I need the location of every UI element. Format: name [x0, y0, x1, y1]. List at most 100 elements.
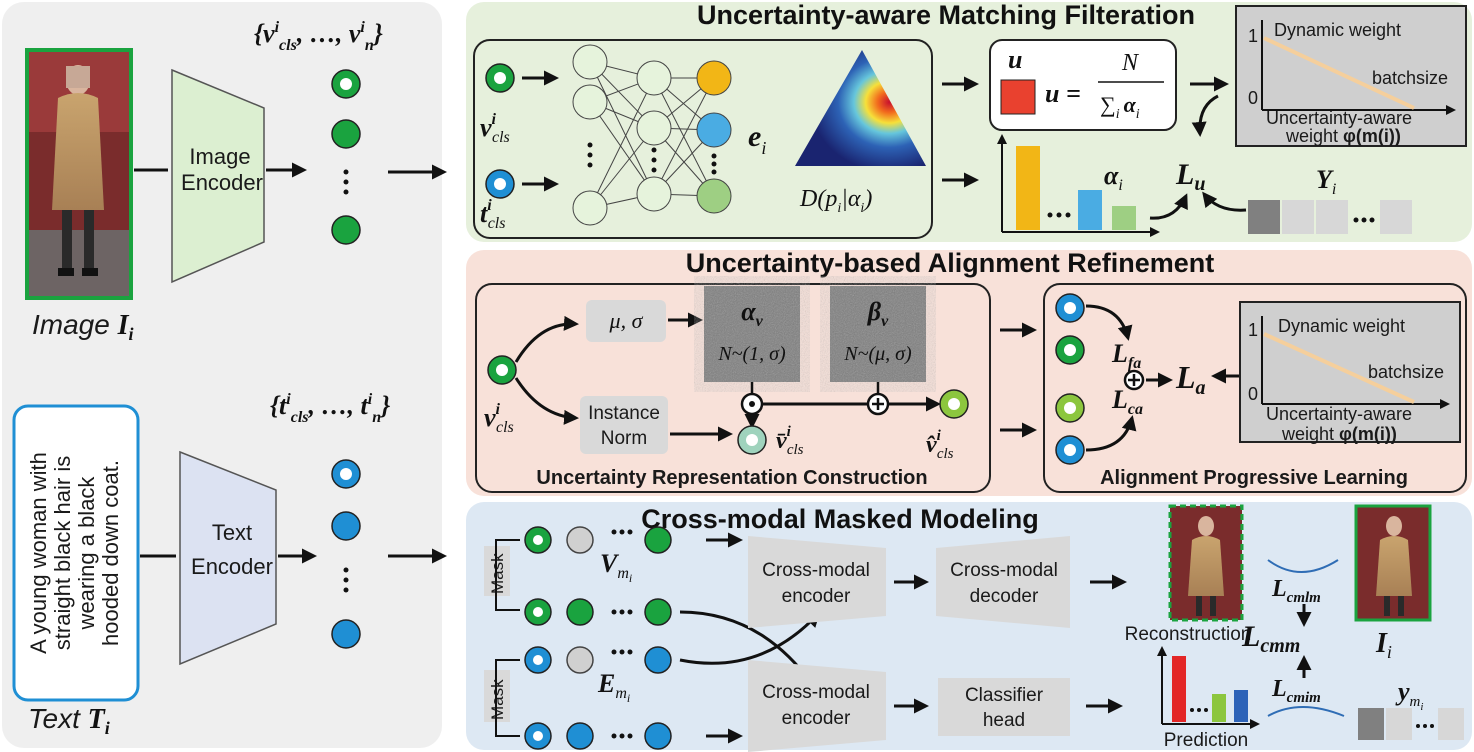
- umf-weight-line: [1263, 36, 1415, 110]
- l-ca: Lca: [1111, 385, 1143, 418]
- cmm-text-row: [524, 722, 672, 750]
- cmm-text-masked-row: [524, 646, 672, 674]
- l-fa: Lfa: [1111, 339, 1141, 372]
- umf-plot-batchsize: batchsize: [1372, 68, 1448, 88]
- prediction-bars: [1157, 646, 1260, 729]
- dirichlet-simplex: [795, 50, 926, 166]
- loss-u: Lu: [1175, 158, 1205, 195]
- uar-title: Uncertainty-based Alignment Refinement: [686, 248, 1215, 278]
- y-m-label: ymi: [1395, 677, 1423, 713]
- cmm-image-masked-row: [524, 526, 672, 554]
- alpha-label: αi: [1104, 161, 1123, 194]
- cmm-title: Cross-modal Masked Modeling: [641, 504, 1039, 534]
- v-m-label: Vmi: [600, 549, 632, 585]
- u-square: [1000, 79, 1036, 115]
- umf-plot-xlabel1: Uncertainty-aware: [1266, 108, 1412, 128]
- uncertainty-box: [989, 39, 1177, 131]
- l-cmm: Lcmm: [1241, 620, 1300, 657]
- alpha-v-label: αv: [741, 297, 763, 330]
- cmm-encoder-top-2: encoder: [782, 586, 851, 607]
- apl-label: Alignment Progressive Learning: [1100, 467, 1408, 489]
- uar-plot-xlabel2: weight φ(m(i)): [1281, 424, 1397, 444]
- mu-sigma-label: μ, σ: [609, 308, 644, 333]
- dirichlet-label: D(pi|αi): [799, 186, 872, 216]
- l-a: La: [1175, 359, 1206, 399]
- cmm-encoder-top-1: Cross-modal: [762, 560, 870, 581]
- svg-text:hooded down coat.: hooded down coat.: [98, 460, 123, 646]
- e-m-label: Emi: [597, 669, 630, 705]
- alpha-bars: [997, 134, 1160, 237]
- cmm-decoder-1: Cross-modal: [950, 560, 1058, 581]
- umf-plot-dynamic: Dynamic weight: [1274, 20, 1401, 40]
- reconstruction-label: Reconstruction: [1125, 624, 1252, 645]
- neural-network: [572, 44, 732, 226]
- image-encoder-label-1: Image: [189, 144, 250, 169]
- cmm-decoder: [936, 536, 1070, 628]
- text-encoder-label-2: Encoder: [191, 554, 273, 579]
- cmm-encoder-top: [748, 536, 886, 628]
- instance-norm-box: [580, 396, 668, 454]
- beta-v-label: βv: [867, 297, 889, 330]
- l-cmlm: Lcmlm: [1271, 576, 1321, 606]
- cmm-encoder-bottom-2: encoder: [782, 708, 851, 729]
- image-token-column: [331, 69, 361, 245]
- beta-v-dist: N~(μ, σ): [843, 343, 912, 365]
- u-symbol: u: [1008, 45, 1022, 74]
- cmim-bracket: [1267, 706, 1345, 717]
- classifier-head: [938, 678, 1070, 736]
- cmlm-bracket: [1267, 559, 1339, 573]
- umf-plot-xlabel2: weight φ(m(i)): [1285, 126, 1401, 146]
- cmm-image-row: [524, 598, 672, 626]
- image-encoder-label-2: Encoder: [181, 170, 263, 195]
- ground-truth-label: Ii: [1375, 628, 1392, 662]
- urc-box: [475, 283, 991, 493]
- uar-weight-line: [1263, 332, 1415, 404]
- u-formula-lhs: u =: [1045, 79, 1081, 108]
- y-vector: [1248, 200, 1412, 234]
- uar-plot-one: 1: [1248, 320, 1258, 340]
- image-encoder-shape: [171, 68, 265, 284]
- apl-box: [1043, 283, 1467, 493]
- umf-inputs: [485, 63, 515, 199]
- person-image: [25, 48, 133, 300]
- uar-plot-batchsize: batchsize: [1368, 362, 1444, 382]
- mask-label-1: Mask: [488, 553, 507, 594]
- classifier-head-2: head: [983, 710, 1025, 731]
- alpha-v-dist: N~(1, σ): [717, 343, 786, 365]
- u-formula-num: N: [1121, 50, 1140, 76]
- instance-norm-1: Instance: [588, 403, 660, 424]
- nn-ellipsis: [587, 142, 717, 175]
- prediction-label: Prediction: [1164, 730, 1249, 751]
- svg-text:straight black hair is: straight black hair is: [50, 456, 75, 650]
- urc-label: Uncertainty Representation Construction: [536, 467, 927, 489]
- caption-box: [12, 404, 140, 702]
- classifier-head-1: Classifier: [965, 685, 1044, 706]
- mu-sigma-box: [586, 300, 666, 342]
- svg-text:wearing a black: wearing a black: [74, 476, 99, 631]
- image-label: Image Ii: [32, 309, 134, 344]
- mask-label-2: Mask: [488, 679, 507, 720]
- y-label: Yi: [1316, 165, 1336, 198]
- apl-tokens: [1055, 293, 1085, 465]
- image-token-set: {vicls, …, vin}: [254, 19, 383, 54]
- l-cmim: Lcmim: [1271, 676, 1321, 706]
- cmm-decoder-2: decoder: [970, 586, 1039, 607]
- ground-truth-image: [1354, 504, 1432, 622]
- uar-plot-zero: 0: [1248, 384, 1258, 404]
- umf-weight-plot: [1235, 5, 1467, 147]
- umf-plot-one: 1: [1248, 26, 1258, 46]
- uar-plot-xlabel1: Uncertainty-aware: [1266, 404, 1412, 424]
- reconstruction-image: [1168, 504, 1244, 622]
- umf-plot-zero: 0: [1248, 88, 1258, 108]
- y-m-vector: [1358, 708, 1464, 740]
- cmm-encoder-bottom: [748, 660, 886, 752]
- uar-plot-dynamic: Dynamic weight: [1278, 316, 1405, 336]
- text-encoder-shape: [179, 450, 277, 666]
- svg-text:A young woman with: A young woman with: [26, 452, 51, 654]
- text-token-set: {ticls, …, tin}: [270, 391, 390, 426]
- text-token-column: [331, 459, 361, 649]
